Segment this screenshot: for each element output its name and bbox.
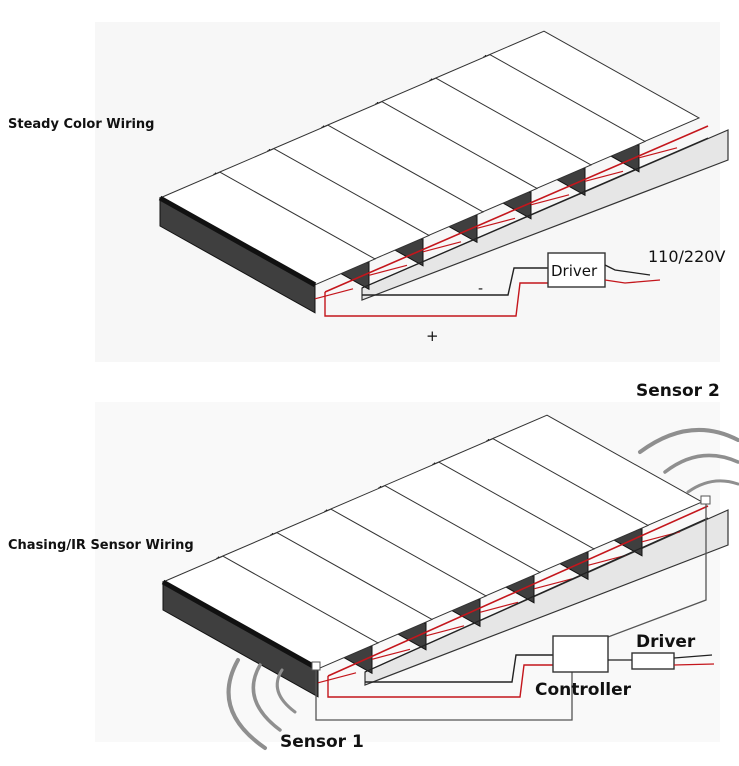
red-wire-to-driver [324, 282, 548, 317]
step-red-lead [587, 554, 627, 566]
step-red-lead [317, 672, 357, 684]
mains-wire-black [673, 654, 713, 659]
sensor-2-wave-icon [638, 428, 739, 494]
step-red-lead [533, 578, 573, 590]
bottom-section-label: Chasing/IR Sensor Wiring [8, 538, 194, 553]
controller-box [552, 635, 609, 673]
sensor-2-label: Sensor 2 [636, 381, 720, 401]
step-red-lead [476, 217, 516, 229]
sensor-1-label: Sensor 1 [280, 732, 364, 752]
black-return-wire [364, 517, 709, 673]
sensor-1-wire [315, 668, 573, 721]
mains-wire-black [604, 264, 651, 276]
mains-wire-red [673, 663, 715, 666]
step-red-lead [530, 194, 570, 206]
black-wire-to-driver [362, 267, 548, 296]
black-wire-to-controller [365, 654, 553, 683]
sensor-2-unit [700, 495, 711, 505]
step-red-lead [584, 170, 624, 182]
black-return-wire [361, 137, 709, 289]
step-red-lead [371, 648, 411, 660]
controller-label: Controller [535, 680, 632, 700]
step-group [158, 30, 701, 314]
step-red-lead [479, 601, 519, 613]
sensor-1-wave-icon [226, 658, 297, 750]
sensor-1-unit [311, 661, 321, 671]
stair-step [158, 171, 377, 314]
top-section-label: Steady Color Wiring [8, 117, 155, 132]
step-red-lead [422, 241, 462, 253]
step-red-lead [425, 625, 465, 637]
steady-staircase [158, 30, 729, 317]
minus-label: - [478, 281, 483, 297]
led-strip-edge [161, 579, 320, 671]
driver-box [547, 252, 606, 288]
red-power-wire [327, 505, 709, 677]
driver-box [631, 652, 675, 670]
mains-wire-red [604, 279, 661, 284]
step-red-lead [314, 288, 354, 300]
chasing-staircase [161, 414, 739, 750]
step-red-lead [638, 147, 678, 159]
plus-label: + [426, 327, 439, 345]
step-group [161, 414, 704, 698]
step-red-lead [368, 264, 408, 276]
voltage-label: 110/220V [648, 247, 725, 266]
red-wire-to-controller [327, 664, 553, 698]
red-power-wire [324, 125, 709, 293]
driver-label: Driver [636, 632, 696, 652]
driver-label: Driver [551, 262, 598, 280]
stair-step [161, 555, 380, 698]
led-strip-edge [158, 195, 317, 287]
